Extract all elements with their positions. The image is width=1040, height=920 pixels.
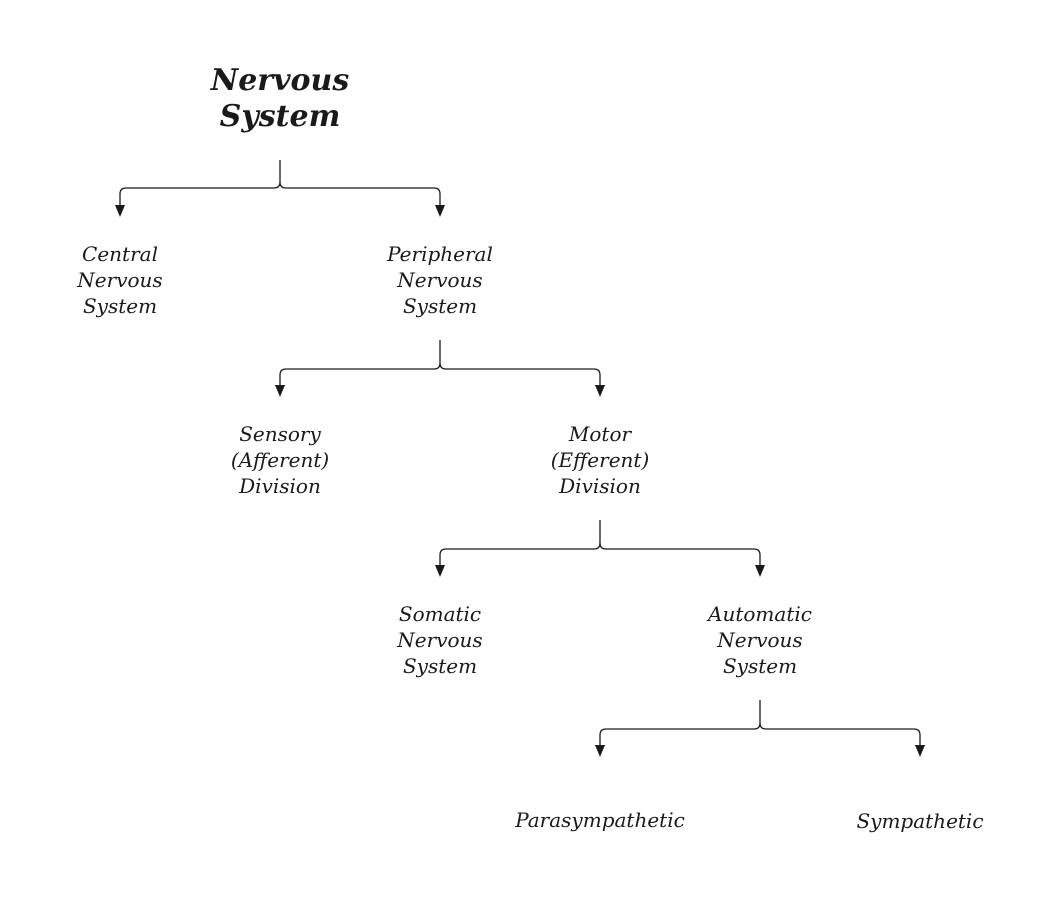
node-label-line: System bbox=[219, 99, 341, 134]
node-label-line: Motor bbox=[568, 422, 632, 446]
node-label-line: Sensory bbox=[239, 422, 321, 446]
node-label-line: Nervous bbox=[210, 63, 350, 98]
arrowhead-central-nervous-system bbox=[115, 205, 125, 217]
node-label-line: System bbox=[82, 294, 158, 318]
node-label-line: System bbox=[402, 654, 478, 678]
arrowhead-automatic-nervous-system bbox=[755, 565, 765, 577]
node-automatic-nervous-system: Automatic Nervous System bbox=[708, 601, 812, 679]
node-label-line: (Afferent) bbox=[230, 448, 330, 472]
node-label-line: Nervous bbox=[77, 268, 163, 292]
arrowhead-peripheral-nervous-system bbox=[435, 205, 445, 217]
node-central-nervous-system: Central Nervous System bbox=[77, 241, 162, 319]
node-label-line: (Efferent) bbox=[550, 448, 650, 472]
arrowhead-sensory-division bbox=[275, 385, 285, 397]
connector-peripheral-nervous-system bbox=[275, 340, 605, 397]
node-sympathetic: Sympathetic bbox=[856, 808, 983, 834]
node-nervous-system: Nervous System bbox=[211, 63, 349, 135]
arrowhead-somatic-nervous-system bbox=[435, 565, 445, 577]
node-peripheral-nervous-system: Peripheral Nervous System bbox=[387, 241, 493, 319]
connector-motor-division bbox=[435, 520, 765, 577]
arrowhead-sympathetic bbox=[915, 745, 925, 757]
node-sensory-division: Sensory (Afferent) Division bbox=[231, 421, 329, 499]
node-label-line: Nervous bbox=[397, 628, 483, 652]
node-label-line: Peripheral bbox=[387, 242, 493, 266]
node-label-line: Parasympathetic bbox=[515, 808, 685, 832]
node-label-line: Sympathetic bbox=[856, 809, 984, 833]
connector-automatic-nervous-system bbox=[595, 700, 925, 757]
node-label-line: Division bbox=[559, 474, 641, 498]
node-label-line: Somatic bbox=[398, 602, 482, 626]
node-parasympathetic: Parasympathetic bbox=[515, 807, 685, 833]
node-label-line: Division bbox=[239, 474, 321, 498]
node-label-line: Automatic bbox=[708, 602, 812, 626]
node-label-line: Nervous bbox=[717, 628, 803, 652]
arrowhead-motor-division bbox=[595, 385, 605, 397]
node-label-line: System bbox=[402, 294, 478, 318]
node-somatic-nervous-system: Somatic Nervous System bbox=[397, 601, 482, 679]
node-label-line: Central bbox=[82, 242, 158, 266]
arrowhead-parasympathetic bbox=[595, 745, 605, 757]
node-label-line: Nervous bbox=[397, 268, 483, 292]
node-motor-division: Motor (Efferent) Division bbox=[551, 421, 650, 499]
node-label-line: System bbox=[722, 654, 798, 678]
connector-nervous-system bbox=[115, 160, 445, 217]
